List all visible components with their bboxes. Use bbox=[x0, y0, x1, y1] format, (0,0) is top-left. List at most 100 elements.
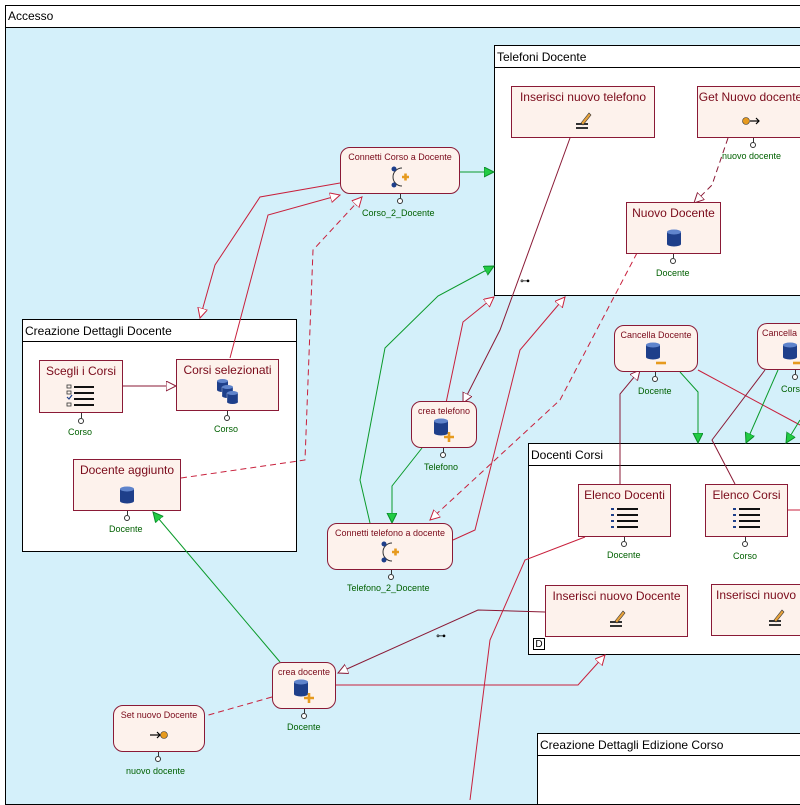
unit-cancella-docente[interactable]: Cancella Docente bbox=[614, 325, 698, 372]
unit-connetti-telefono-a-docente[interactable]: Connetti telefono a docente bbox=[327, 523, 453, 570]
delete-operation-icon bbox=[646, 342, 666, 365]
unit-inserisci-nuovo-docente[interactable]: Inserisci nuovo Docente bbox=[545, 585, 688, 637]
unit-corsi-selezionati-label: Corsi selezionati bbox=[183, 363, 272, 377]
page-creazione-dettagli-edizione-corso-title: Creazione Dettagli Edizione Corso bbox=[538, 734, 800, 756]
unit-get-nuovo-docente-label: Get Nuovo docente bbox=[698, 90, 800, 104]
database-icon bbox=[666, 229, 681, 247]
param-pin bbox=[750, 142, 756, 148]
unit-inserisci-nuovo-2-label: Inserisci nuovo bbox=[716, 588, 797, 602]
unit-connetti-corso-a-docente[interactable]: Connetti Corso a Docente bbox=[340, 147, 460, 194]
pin-line bbox=[655, 372, 656, 376]
param-pin bbox=[670, 258, 676, 264]
link-get-to-nuovo-docente bbox=[694, 137, 729, 203]
pin-line bbox=[127, 511, 128, 515]
page-docenti-corsi-title: Docenti Corsi bbox=[529, 444, 800, 466]
param-pin bbox=[301, 713, 307, 719]
unit-inserisci-nuovo-2[interactable]: Inserisci nuovo bbox=[711, 584, 800, 636]
key-icon: ⊶ bbox=[436, 631, 446, 642]
param-pin bbox=[397, 198, 403, 204]
unit-scegli-i-corsi-label: Scegli i Corsi bbox=[45, 364, 117, 378]
param-pin bbox=[224, 415, 230, 421]
database-icon bbox=[120, 486, 134, 504]
set-unit-icon bbox=[150, 731, 168, 739]
param-pin bbox=[155, 756, 161, 762]
unit-elenco-docenti-label: Elenco Docenti bbox=[584, 488, 665, 502]
page-telefoni-docente-title: Telefoni Docente bbox=[495, 46, 800, 68]
unit-crea-docente[interactable]: crea docente bbox=[272, 662, 336, 709]
unit-scegli-i-corsi[interactable]: Scegli i Corsi bbox=[39, 360, 123, 413]
link-crea-telefono-to-telefoni bbox=[445, 297, 494, 404]
param-nuovo-docente-set: nuovo docente bbox=[126, 766, 186, 776]
link-elenco-docenti-down bbox=[469, 536, 586, 800]
unit-crea-docente-label: crea docente bbox=[277, 667, 331, 677]
page-creazione-dettagli-docente-title: Creazione Dettagli Docente bbox=[23, 320, 296, 342]
create-operation-icon bbox=[434, 418, 454, 442]
link-crea-docente-to-aggiunto bbox=[153, 512, 281, 663]
param-pin bbox=[124, 515, 130, 521]
link-connetti-tel-to-telefoni-red bbox=[452, 297, 565, 541]
unit-crea-telefono-label: crea telefono bbox=[417, 406, 471, 416]
param-docente-nuovo: Docente bbox=[656, 268, 690, 278]
param-telefono-2-docente: Telefono_2_Docente bbox=[347, 583, 430, 593]
link-connetti-tel-to-telefoni bbox=[359, 266, 494, 524]
unit-set-nuovo-docente-label: Set nuovo Docente bbox=[120, 710, 198, 720]
unit-get-nuovo-docente[interactable]: Get Nuovo docente bbox=[697, 86, 800, 138]
unit-inserisci-nuovo-telefono[interactable]: Inserisci nuovo telefono bbox=[511, 86, 655, 138]
param-nuovo-docente-get: nuovo docente bbox=[722, 151, 782, 161]
param-pin bbox=[440, 452, 446, 458]
delete-operation-icon bbox=[783, 342, 800, 365]
pin-line bbox=[673, 254, 674, 258]
entry-form-icon bbox=[769, 609, 785, 626]
unit-cancella-2[interactable]: Cancella bbox=[757, 323, 800, 370]
unit-crea-telefono[interactable]: crea telefono bbox=[411, 401, 477, 448]
param-telefono: Telefono bbox=[424, 462, 459, 472]
link-inserisci-docente-to-crea bbox=[338, 609, 546, 673]
unit-connetti-telefono-a-docente-label: Connetti telefono a docente bbox=[334, 528, 446, 538]
link-crea-telefono-to-connetti-tel bbox=[392, 447, 423, 523]
pin-line bbox=[158, 752, 159, 756]
default-page-badge: D bbox=[533, 638, 545, 650]
unit-set-nuovo-docente[interactable]: Set nuovo Docente bbox=[113, 705, 205, 752]
link-elenco-docenti-to-cancella bbox=[619, 370, 640, 484]
unit-docente-aggiunto[interactable]: Docente aggiunto bbox=[73, 459, 181, 511]
multi-database-icon bbox=[216, 379, 238, 404]
unit-nuovo-docente[interactable]: Nuovo Docente bbox=[626, 202, 721, 254]
param-pin bbox=[792, 374, 798, 380]
param-corso-selezionati: Corso bbox=[214, 424, 239, 434]
link-cancella2-green bbox=[786, 419, 800, 443]
link-nuovo-docente-dashed bbox=[430, 252, 638, 520]
unit-inserisci-nuovo-telefono-label: Inserisci nuovo telefono bbox=[519, 90, 647, 104]
param-pin bbox=[388, 574, 394, 580]
page-creazione-dettagli-edizione-corso[interactable]: Creazione Dettagli Edizione Corso bbox=[537, 733, 800, 805]
param-docente-crea: Docente bbox=[287, 722, 321, 732]
pin-line bbox=[227, 411, 228, 415]
get-unit-icon bbox=[741, 117, 760, 125]
param-corso-2-docente: Corso_2_Docente bbox=[362, 208, 435, 218]
link-cancella2-to-docenti-corsi bbox=[746, 369, 779, 443]
index-list-icon bbox=[732, 508, 760, 528]
unit-elenco-corsi[interactable]: Elenco Corsi bbox=[705, 484, 788, 537]
link-corsi-selezionati-to-connetti bbox=[229, 195, 340, 359]
entry-form-icon bbox=[609, 610, 625, 627]
pin-line bbox=[795, 370, 796, 374]
param-pin bbox=[78, 418, 84, 424]
unit-cancella-2-label: Cancella bbox=[762, 328, 798, 338]
checklist-icon bbox=[66, 384, 94, 407]
unit-corsi-selezionati[interactable]: Corsi selezionati bbox=[176, 359, 279, 411]
param-corso-cancella: Corso bbox=[781, 384, 800, 394]
unit-elenco-docenti[interactable]: Elenco Docenti bbox=[578, 484, 671, 537]
pin-line bbox=[753, 138, 754, 143]
param-pin bbox=[652, 376, 658, 382]
pin-line bbox=[400, 194, 401, 198]
param-corso-scegli: Corso bbox=[68, 427, 93, 437]
link-cancella-red bbox=[697, 369, 800, 426]
param-docente-elenco: Docente bbox=[607, 550, 641, 560]
key-icon: ⊶ bbox=[520, 276, 530, 287]
param-corso-elenco: Corso bbox=[733, 551, 758, 561]
param-docente-cancella: Docente bbox=[638, 386, 672, 396]
link-elenco-corsi-to-cancella2 bbox=[711, 369, 766, 485]
area-accesso-title: Accesso bbox=[6, 6, 800, 28]
unit-nuovo-docente-label: Nuovo Docente bbox=[632, 206, 715, 220]
unit-inserisci-nuovo-docente-label: Inserisci nuovo Docente bbox=[552, 589, 681, 603]
